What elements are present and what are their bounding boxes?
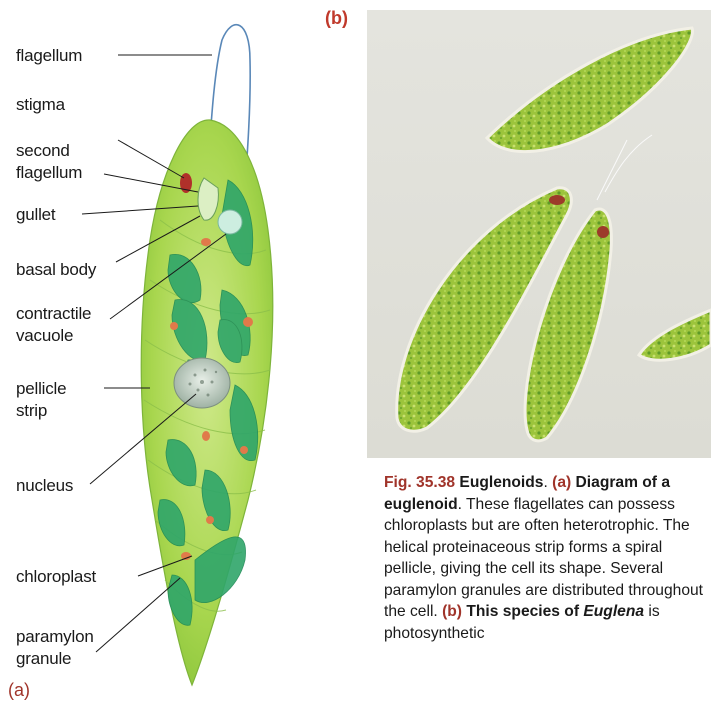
label-gullet: gullet — [16, 204, 55, 225]
euglena-micrograph — [367, 10, 711, 458]
contractile-vacuole-shape — [218, 210, 242, 234]
caption-part-a-text: These flagellates can possess chloroplas… — [384, 496, 703, 621]
label-paramylon-granule-1: paramylon — [16, 626, 94, 647]
label-contractile-vacuole-1: contractile — [16, 303, 91, 324]
label-second-flagellum-1: second — [16, 140, 70, 161]
figure-caption: Fig. 35.38 Euglenoids. (a) Diagram of a … — [384, 472, 710, 644]
label-pellicle-strip-2: strip — [16, 400, 47, 421]
label-basal-body: basal body — [16, 259, 96, 280]
label-stigma: stigma — [16, 94, 65, 115]
label-pellicle-strip-1: pellicle — [16, 378, 66, 399]
label-paramylon-granule-2: granule — [16, 648, 71, 669]
caption-fig-title: Euglenoids — [459, 474, 543, 491]
caption-part-b-title: This species of — [466, 603, 579, 620]
label-flagellum: flagellum — [16, 45, 82, 66]
caption-part-b-genus: Euglena — [583, 603, 644, 620]
label-contractile-vacuole-2: vacuole — [16, 325, 73, 346]
label-second-flagellum-2: flagellum — [16, 162, 82, 183]
label-nucleus: nucleus — [16, 475, 73, 496]
caption-fig-label: Fig. 35.38 — [384, 474, 455, 491]
caption-part-a-letter: (a) — [552, 474, 571, 491]
label-chloroplast: chloroplast — [16, 566, 96, 587]
caption-part-b-letter: (b) — [442, 603, 462, 620]
